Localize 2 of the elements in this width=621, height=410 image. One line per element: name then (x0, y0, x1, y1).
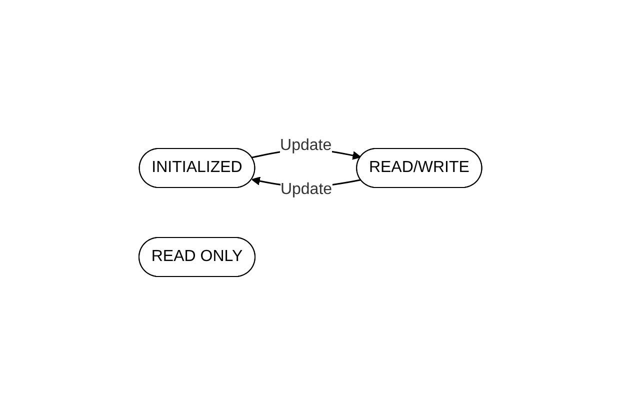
edge-label: Update (280, 180, 332, 198)
edge-label: Update (280, 136, 332, 154)
